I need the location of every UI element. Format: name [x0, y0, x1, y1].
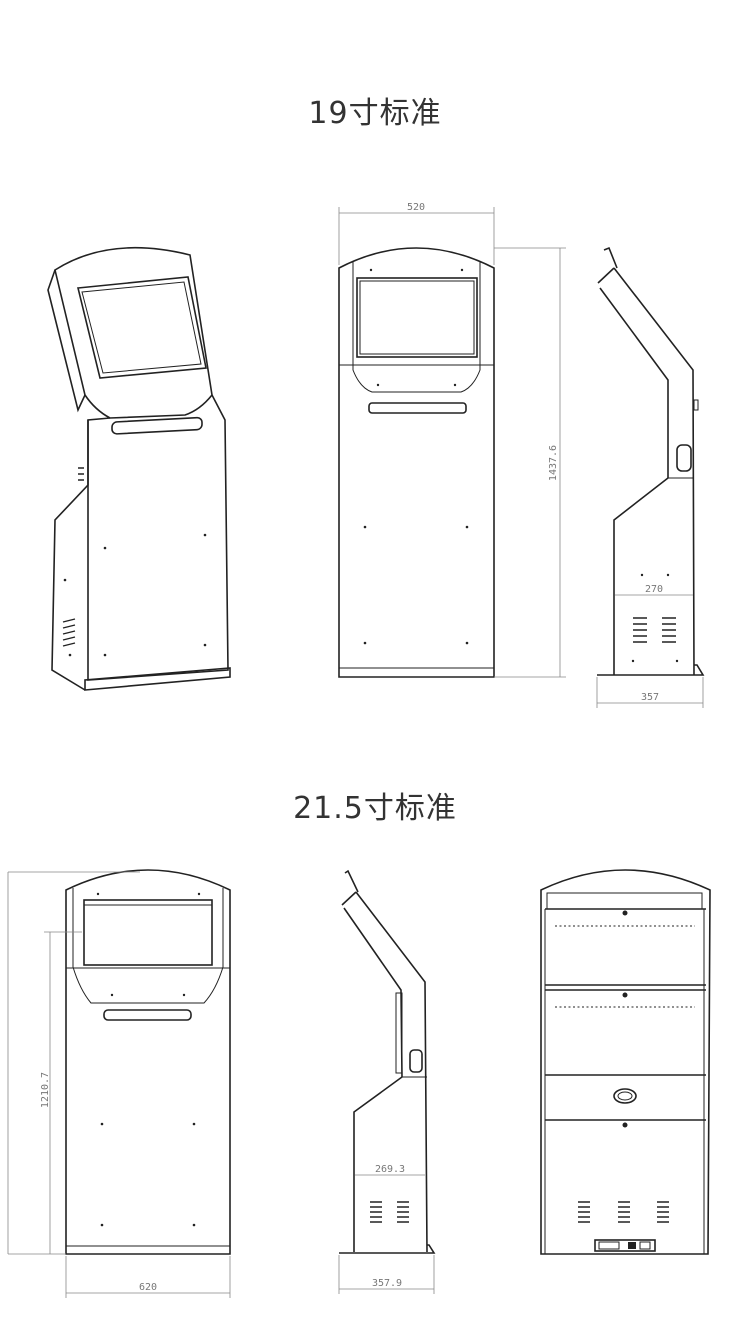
dim-width-label: 620: [139, 1282, 157, 1293]
kiosk-21-front-view: 1210.7 620: [7, 869, 231, 1298]
kiosk-19-front-view: 520 1437.6: [338, 202, 566, 678]
dim-width-label: 520: [407, 202, 425, 213]
kiosk-19-perspective-view: [47, 246, 231, 691]
dim-height-label: 1437.6: [548, 445, 559, 481]
kiosk-19-side-view: 270 357: [596, 246, 705, 708]
dim-height-label: 1210.7: [40, 1072, 51, 1108]
section-title-19-inch: 19寸标准: [308, 96, 442, 131]
dim-total-depth-label: 357: [641, 692, 659, 703]
dim-base-depth-label: 269.3: [375, 1164, 405, 1175]
kiosk-21-side-view: 269.3 357.9: [338, 869, 436, 1294]
kiosk-21-back-view: [540, 869, 711, 1255]
section-title-21-5-inch: 21.5寸标准: [293, 791, 457, 826]
dim-base-depth-label: 270: [645, 584, 663, 595]
dim-total-depth-label: 357.9: [372, 1278, 402, 1289]
